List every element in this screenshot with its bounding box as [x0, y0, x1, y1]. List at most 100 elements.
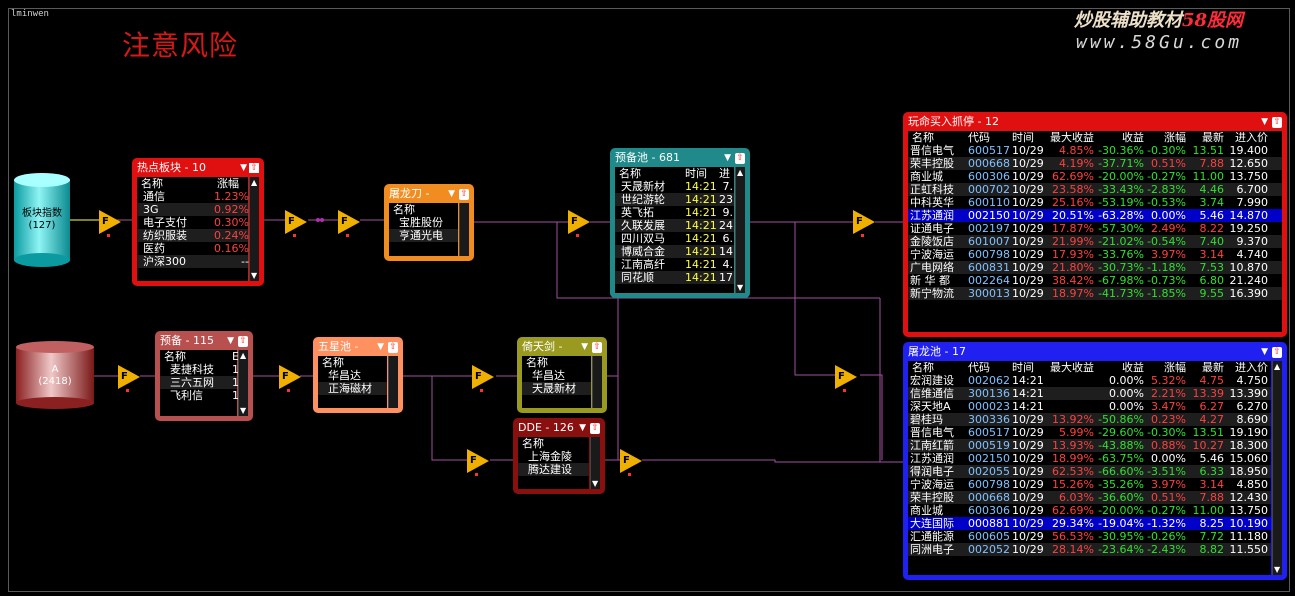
filter-node[interactable]: F: [620, 449, 646, 476]
scroll-down-icon[interactable]: ▼: [251, 271, 258, 280]
filter-node[interactable]: F: [285, 210, 311, 237]
filter-node[interactable]: F: [338, 210, 364, 237]
source-sector-index[interactable]: 板块指数 (127): [13, 172, 71, 268]
dropdown-icon[interactable]: ▼: [1261, 347, 1268, 357]
arrow-up-icon[interactable]: ⇧: [1272, 347, 1282, 358]
arrow-up-icon[interactable]: ⇧: [592, 342, 602, 353]
dropdown-icon[interactable]: ▼: [1261, 117, 1268, 127]
table-row[interactable]: 华昌达: [318, 369, 387, 382]
scrollbar[interactable]: [592, 356, 602, 408]
dropdown-icon[interactable]: ▼: [240, 163, 247, 173]
scroll-up-icon[interactable]: ▲: [1274, 362, 1281, 371]
dropdown-icon[interactable]: ▼: [581, 342, 588, 352]
arrow-up-icon[interactable]: ⇧: [459, 189, 469, 200]
scrollbar[interactable]: ▲▼: [249, 177, 259, 281]
scroll-up-icon[interactable]: ▲: [240, 351, 247, 360]
table-row[interactable]: 腾达建设: [518, 463, 589, 476]
dropdown-icon[interactable]: ▼: [377, 342, 384, 352]
filter-node[interactable]: F: [568, 210, 594, 237]
filter-node[interactable]: F: [99, 210, 125, 237]
filter-node[interactable]: F: [472, 365, 498, 392]
scroll-down-icon[interactable]: ▼: [592, 479, 599, 488]
arrow-up-icon[interactable]: ⇧: [735, 153, 745, 164]
panel-tulongdao[interactable]: 屠龙刀 - ▼ ⇧ 名称 宝胜股份 亨通光电: [384, 184, 474, 261]
panel-yitianjian[interactable]: 倚天剑 - ▼ ⇧ 名称 华昌达 天晟新材: [517, 337, 607, 413]
arrow-up-icon[interactable]: ⇧: [590, 423, 600, 434]
filter-node[interactable]: F: [118, 365, 144, 392]
scrollbar[interactable]: [459, 203, 469, 256]
scroll-down-icon[interactable]: ▼: [737, 283, 744, 292]
dropdown-icon[interactable]: ▼: [227, 336, 234, 346]
table-row[interactable]: 沪深300--: [137, 255, 249, 268]
panel-dde[interactable]: DDE - 126 ▼ ⇧ 名称 上海金陵 腾达建设 ▼: [513, 418, 605, 494]
panel-wuxingchi[interactable]: 五星池 - ▼ ⇧ 名称 华昌达 正海磁材: [313, 337, 403, 413]
scrollbar[interactable]: ▼: [590, 437, 600, 489]
scroll-down-icon[interactable]: ▼: [240, 406, 247, 415]
dropdown-icon[interactable]: ▼: [448, 189, 455, 199]
scroll-up-icon[interactable]: ▲: [737, 168, 744, 177]
dropdown-icon[interactable]: ▼: [724, 153, 731, 163]
scrollbar[interactable]: ▲▼: [238, 350, 248, 416]
scroll-up-icon[interactable]: ▲: [251, 178, 258, 187]
panel-wanming[interactable]: 玩命买入抓停 - 12 ▼ ⇧ 名称代码时间最大收益收益涨幅最新进入价 晋信电气…: [903, 112, 1287, 337]
table-row[interactable]: 正海磁材: [318, 382, 387, 395]
filter-node[interactable]: F: [853, 210, 879, 237]
arrow-up-icon[interactable]: ⇧: [1272, 117, 1282, 128]
scrollbar[interactable]: ▲▼: [735, 167, 745, 293]
arrow-up-icon[interactable]: ⇧: [249, 163, 259, 173]
scrollbar[interactable]: ▲▼: [1272, 361, 1282, 575]
table-row[interactable]: 宝胜股份: [389, 216, 458, 229]
table-row[interactable]: 华昌达: [522, 369, 591, 382]
scroll-down-icon[interactable]: ▼: [1274, 565, 1281, 574]
dropdown-icon[interactable]: ▼: [579, 423, 586, 433]
arrow-up-icon[interactable]: ⇧: [238, 336, 248, 347]
source-a-shares[interactable]: A (2418): [15, 340, 95, 410]
filter-node[interactable]: F: [279, 365, 305, 392]
filter-node[interactable]: F: [467, 449, 493, 476]
filter-node[interactable]: F: [835, 365, 861, 392]
table-row[interactable]: 亨通光电: [389, 229, 458, 242]
scrollbar[interactable]: [388, 356, 398, 408]
